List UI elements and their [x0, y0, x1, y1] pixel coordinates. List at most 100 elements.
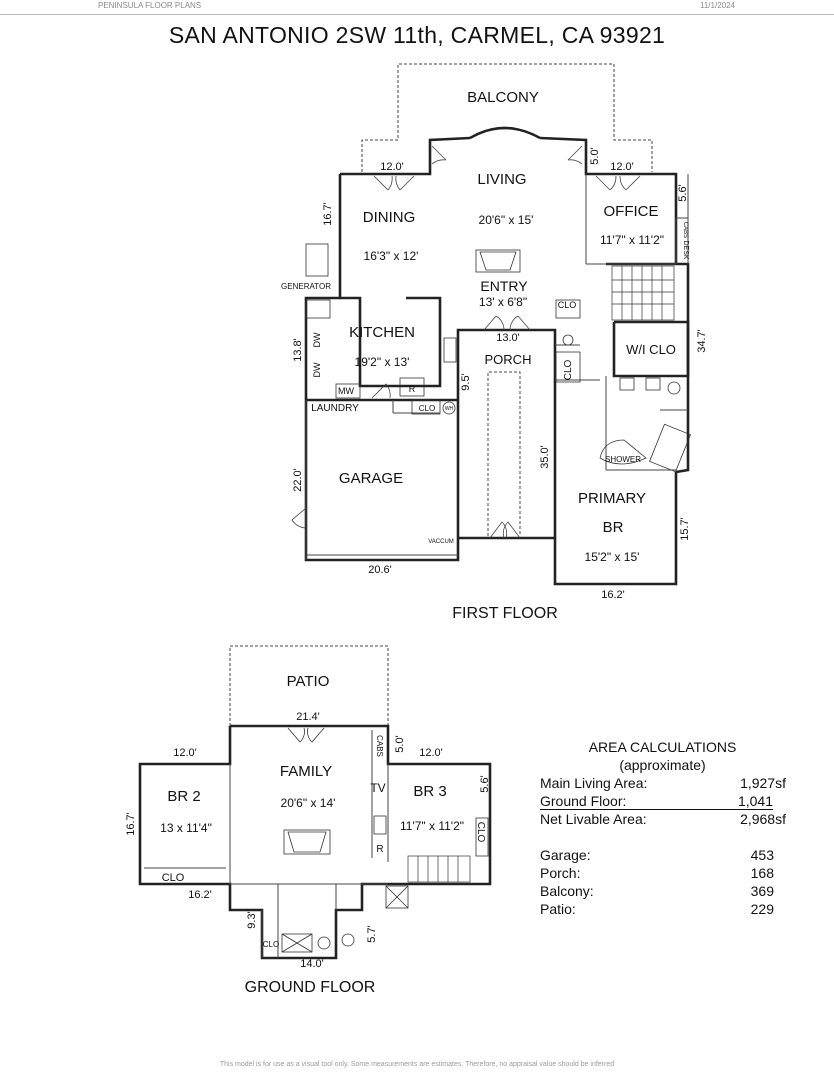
stairs-ground: [407, 855, 471, 883]
label-dw-2: DW: [312, 362, 322, 377]
page-title: SAN ANTONIO 2SW 11th, CARMEL, CA 93921: [168, 22, 666, 48]
dim-13-8: 13.8': [292, 338, 304, 362]
dim-20-6: 20.6': [368, 564, 392, 576]
dim-kitchen: 19'2" x 13': [355, 355, 410, 369]
header-brand: PENINSULA FLOOR PLANS: [98, 1, 202, 10]
label-vaccum: VACCUM: [428, 539, 454, 545]
dim-living: 20'6" x 15': [479, 213, 534, 227]
label-clo-entry: CLO: [558, 300, 577, 310]
dim-family: 20'6" x 14': [281, 796, 336, 810]
label-cabs-ground: CABS: [375, 735, 384, 757]
dim-12-0-ground-a: 12.0': [173, 747, 197, 759]
dim-office: 11'7" x 11'2": [600, 233, 664, 247]
area-heading: AREA CALCULATIONS: [588, 739, 737, 755]
label-dw-1: DW: [312, 332, 322, 347]
label-clo-br2: CLO: [162, 872, 185, 884]
dim-16-2-ground: 16.2': [188, 889, 212, 901]
dim-21-4: 21.4': [296, 711, 320, 723]
label-desk: DESK: [682, 240, 689, 259]
dim-35-0: 35.0': [539, 445, 551, 469]
ground-floor-walls: [138, 724, 492, 960]
area-calculations: AREA CALCULATIONS (approximate) Main Liv…: [540, 738, 790, 918]
label-clo-br3: CLO: [475, 822, 486, 843]
dim-br2: 13 x 11'4": [160, 821, 212, 835]
area-label: Main Living Area:: [540, 775, 648, 791]
dim-9-3: 9.3': [246, 911, 258, 928]
area-label: Garage:: [540, 847, 591, 863]
area-value: 229: [750, 901, 774, 917]
label-primary: PRIMARY: [578, 490, 646, 507]
header-date: 11/1/2024: [700, 1, 735, 10]
dim-5-6: 5.6': [677, 184, 689, 201]
label-clo-primary: CLO: [563, 359, 574, 380]
area-label: Net Livable Area:: [540, 811, 647, 827]
label-office: OFFICE: [604, 203, 659, 220]
area-row-garage: Garage: 453: [540, 846, 774, 864]
area-label: Balcony:: [540, 883, 594, 899]
dim-br3: 11'7" x 11'2": [400, 819, 464, 833]
label-shower: SHOWER: [605, 455, 641, 464]
area-row-patio: Patio: 229: [540, 900, 774, 918]
dim-5-6-ground: 5.6': [479, 775, 491, 792]
label-br2: BR 2: [167, 788, 200, 805]
dim-14-0: 14.0': [300, 958, 324, 970]
label-porch: PORCH: [485, 352, 532, 367]
area-subheading: (approximate): [619, 757, 706, 773]
dim-12-0-b: 12.0': [610, 161, 634, 173]
area-value: 168: [750, 865, 774, 881]
label-family: FAMILY: [280, 763, 332, 780]
area-row-porch: Porch: 168: [540, 864, 774, 882]
label-ground-floor: GROUND FLOOR: [245, 979, 376, 996]
dim-12-0-ground-b: 12.0': [419, 747, 443, 759]
area-row-balcony: Balcony: 369: [540, 882, 774, 900]
page-header: PENINSULA FLOOR PLANS 11/1/2024: [0, 0, 834, 15]
dim-13-0: 13.0': [496, 332, 520, 344]
label-clo-laundry: CLO: [419, 404, 435, 413]
label-tv: TV: [370, 781, 385, 795]
dim-16-7-ground: 16.7': [125, 812, 137, 836]
dim-9-5: 9.5': [460, 373, 472, 390]
area-value: 1,041: [737, 793, 773, 809]
dim-dining: 16'3" x 12': [364, 249, 419, 263]
door-swings: [291, 145, 641, 539]
label-cabs: CABS: [682, 222, 688, 238]
patio-outline: [229, 645, 389, 726]
label-garage: GARAGE: [339, 470, 403, 487]
dim-5-7: 5.7': [366, 925, 378, 942]
label-patio: PATIO: [287, 673, 330, 690]
label-balcony: BALCONY: [467, 89, 539, 106]
dim-5-0-ground: 5.0': [394, 735, 406, 752]
label-laundry: LAUNDRY: [311, 403, 359, 414]
area-value: 453: [750, 847, 774, 863]
fixtures-ground: [281, 727, 489, 953]
porch-walkway: [487, 371, 521, 536]
area-label: Ground Floor:: [540, 793, 627, 809]
dim-12-0-a: 12.0': [380, 161, 404, 173]
label-kitchen: KITCHEN: [349, 324, 415, 341]
dim-5-0: 5.0': [589, 147, 601, 164]
label-generator: GENERATOR: [281, 282, 331, 291]
label-dining: DINING: [363, 209, 416, 226]
dim-entry: 13' x 6'8": [479, 295, 527, 309]
dim-16-2: 16.2': [601, 589, 625, 601]
label-r: R: [409, 384, 416, 394]
fixtures-first: [305, 243, 691, 473]
label-r-ground: R: [376, 844, 383, 855]
area-value: 2,968sf: [740, 811, 786, 827]
area-value: 1,927sf: [740, 775, 786, 791]
dim-primary: 15'2" x 15': [585, 550, 640, 564]
area-label: Patio:: [540, 901, 576, 917]
ground-floor-interior: [144, 730, 389, 958]
label-wi-clo: W/I CLO: [626, 342, 676, 357]
balcony-outline: [361, 63, 653, 172]
stairs-first: [611, 265, 675, 321]
area-row-main: Main Living Area: 1,927sf: [540, 774, 786, 792]
label-first-floor: FIRST FLOOR: [452, 605, 558, 622]
label-mw: MW: [338, 386, 354, 396]
label-living: LIVING: [477, 171, 526, 188]
label-wh: WH: [445, 406, 454, 412]
disclaimer: This model is for use as a visual tool o…: [219, 1061, 615, 1068]
area-label: Porch:: [540, 865, 581, 881]
label-br3: BR 3: [413, 783, 446, 800]
